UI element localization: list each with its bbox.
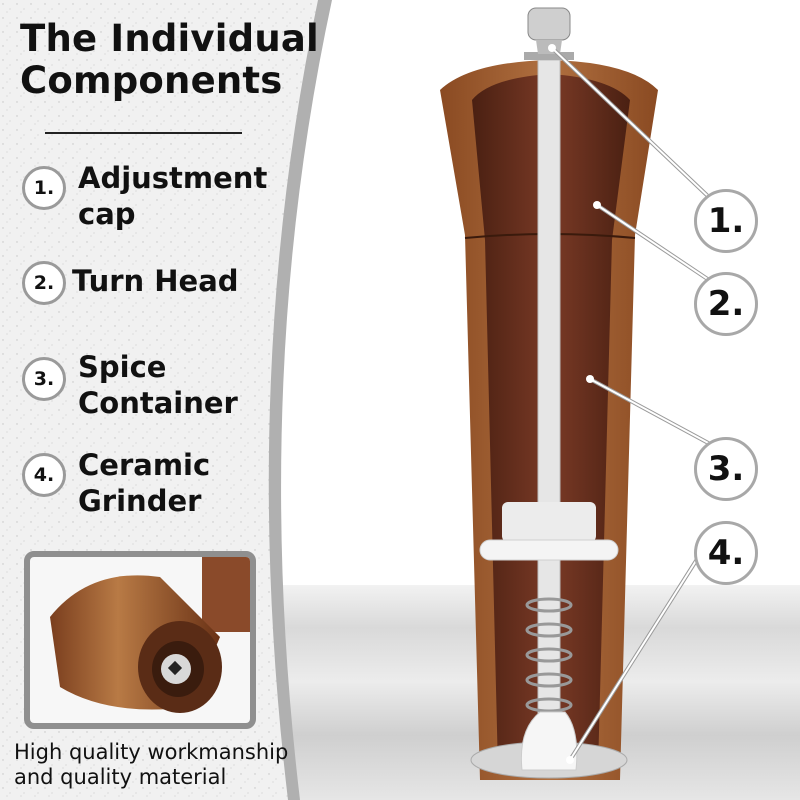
pepper-grinder-cutaway xyxy=(440,7,658,780)
quality-caption: High quality workmanship and quality mat… xyxy=(14,740,288,790)
number-badge: 1. xyxy=(22,166,66,210)
legend-label: Spice xyxy=(78,350,167,384)
legend-item-turn-head: 2. Turn Head xyxy=(22,261,239,305)
legend-item-spice-container: 3. Spice Container xyxy=(22,350,238,421)
callout-4: 4. xyxy=(694,521,758,585)
legend-label: Adjustment xyxy=(78,161,268,195)
caption-line-1: High quality workmanship xyxy=(14,740,289,764)
callout-1: 1. xyxy=(694,189,758,253)
legend-label: Turn Head xyxy=(72,264,239,298)
title-line-2: Components xyxy=(20,59,283,102)
title-line-1: The Individual xyxy=(20,17,319,60)
legend-item-adjustment-cap: 1. Adjustment cap xyxy=(22,161,267,232)
caption-line-2: and quality material xyxy=(14,765,227,789)
legend-label: cap xyxy=(78,197,136,231)
legend-label: Grinder xyxy=(78,484,202,518)
title-divider xyxy=(45,132,242,134)
number-badge: 3. xyxy=(22,357,66,401)
page-title: The Individual Components xyxy=(20,18,319,102)
number-badge: 2. xyxy=(22,261,66,305)
legend-item-ceramic-grinder: 4. Ceramic Grinder xyxy=(22,448,210,519)
legend-label: Container xyxy=(78,386,238,420)
number-badge: 4. xyxy=(22,453,66,497)
callout-3: 3. xyxy=(694,437,758,501)
wood-cap-image xyxy=(50,557,250,713)
callout-2: 2. xyxy=(694,272,758,336)
detail-photo xyxy=(24,551,256,729)
legend-label: Ceramic xyxy=(78,448,211,482)
